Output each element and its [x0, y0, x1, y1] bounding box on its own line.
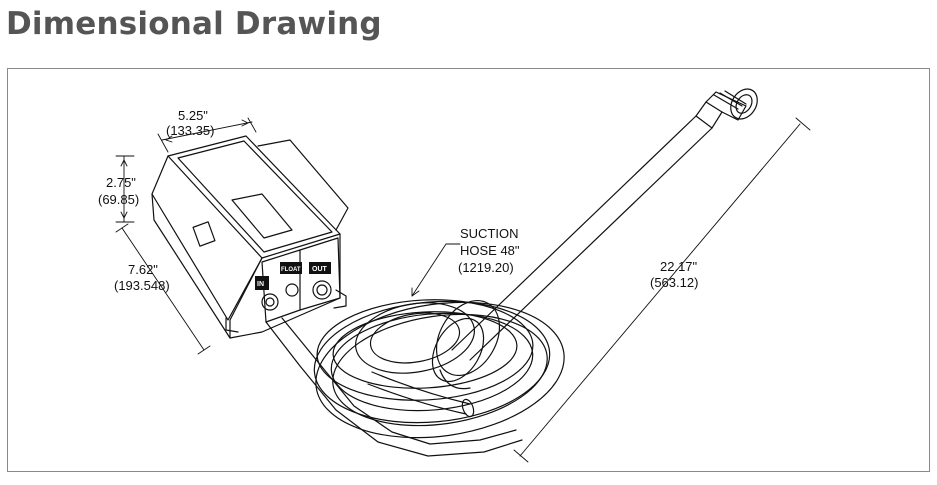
dimension-lines	[115, 117, 811, 463]
height-mm: (69.85)	[98, 192, 139, 207]
top-width-mm: (133.35)	[166, 123, 214, 138]
height-inches: 2.75"	[106, 175, 136, 190]
depth-inches: 7.62"	[128, 262, 158, 277]
pump-ports	[261, 280, 332, 311]
port-label-group: IN FLOAT OUT	[255, 262, 331, 290]
suction-hose-mm: (1219.20)	[458, 260, 514, 275]
port-label-out: OUT	[312, 266, 328, 273]
pump-body	[151, 135, 349, 339]
top-width-inches: 5.25"	[178, 108, 208, 123]
port-label-in: IN	[257, 281, 264, 288]
suction-hose-label-line2: HOSE 48"	[460, 243, 520, 258]
wand-connector	[695, 88, 758, 129]
wand-length-inches: 22.17"	[660, 259, 698, 274]
depth-mm: (193.548)	[114, 278, 170, 293]
port-label-float: FLOAT	[281, 267, 301, 273]
wand-length-mm: (563.12)	[650, 275, 698, 290]
suction-wand	[431, 115, 713, 390]
dimension-labels: 5.25" (133.35) 2.75" (69.85) 7.62" (193.…	[98, 108, 698, 293]
page-title: Dimensional Drawing	[6, 6, 382, 42]
suction-hose-coil	[265, 299, 565, 457]
suction-hose-label-line1: SUCTION	[460, 226, 519, 241]
